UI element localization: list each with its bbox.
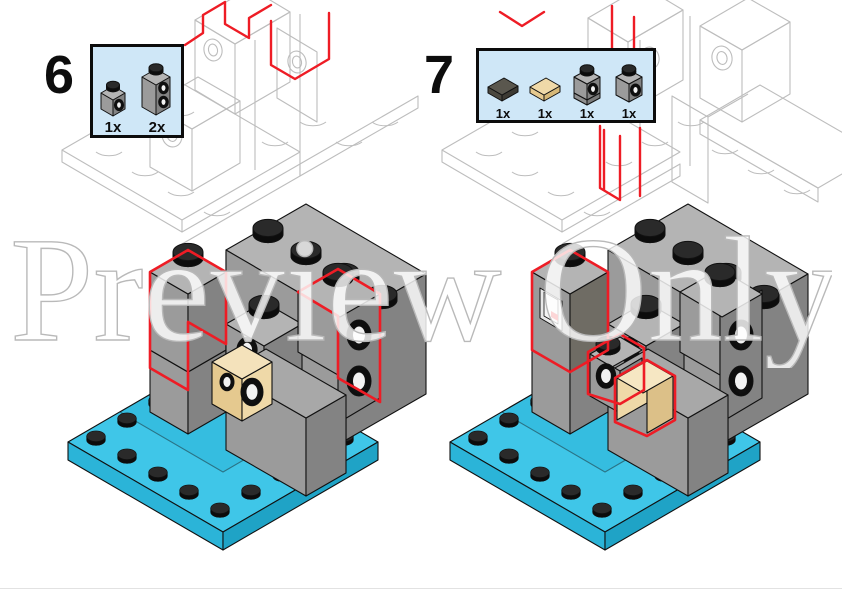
part-quantity: 1x — [104, 119, 122, 136]
tan-side-stud-brick — [211, 344, 273, 422]
new-part-highlight — [148, 248, 382, 404]
step-number-7: 7 — [424, 45, 454, 105]
dark-tile-1x1 — [539, 287, 563, 332]
right-side-stud-tower — [679, 262, 763, 424]
step-6-model — [67, 203, 427, 551]
brick-1x1-side-stud-icon — [100, 80, 126, 117]
new-part-highlight — [530, 248, 677, 438]
parts-row: 1x 1x — [479, 51, 653, 120]
tile-1x1-dark-gray-icon — [487, 77, 519, 102]
tile-1x1-tan-icon — [529, 77, 561, 102]
parts-callout-step-6: 1x — [90, 44, 184, 138]
part-quantity: 1x — [579, 106, 595, 121]
bracket-1x1-icon — [573, 64, 601, 106]
part-quantity: 1x — [537, 106, 553, 121]
part-item: 2x — [133, 61, 181, 135]
tan-tile-1x1 — [616, 360, 674, 434]
part-item: 1x — [524, 72, 566, 120]
part-item: 1x — [93, 79, 133, 135]
step-number-6: 6 — [44, 45, 74, 105]
part-quantity: 2x — [148, 119, 166, 136]
part-quantity: 1x — [621, 106, 637, 121]
part-item: 1x — [482, 72, 524, 120]
parts-row: 1x — [93, 47, 181, 135]
brick-1x1-side-stud-icon — [615, 64, 643, 103]
parts-callout-step-7: 1x 1x — [476, 48, 656, 123]
step-7-model — [449, 203, 809, 551]
part-item: 1x — [608, 62, 650, 120]
part-quantity: 1x — [495, 106, 511, 121]
brick-1x1x2-side-studs-icon — [141, 63, 171, 116]
part-item: 1x — [566, 62, 608, 120]
